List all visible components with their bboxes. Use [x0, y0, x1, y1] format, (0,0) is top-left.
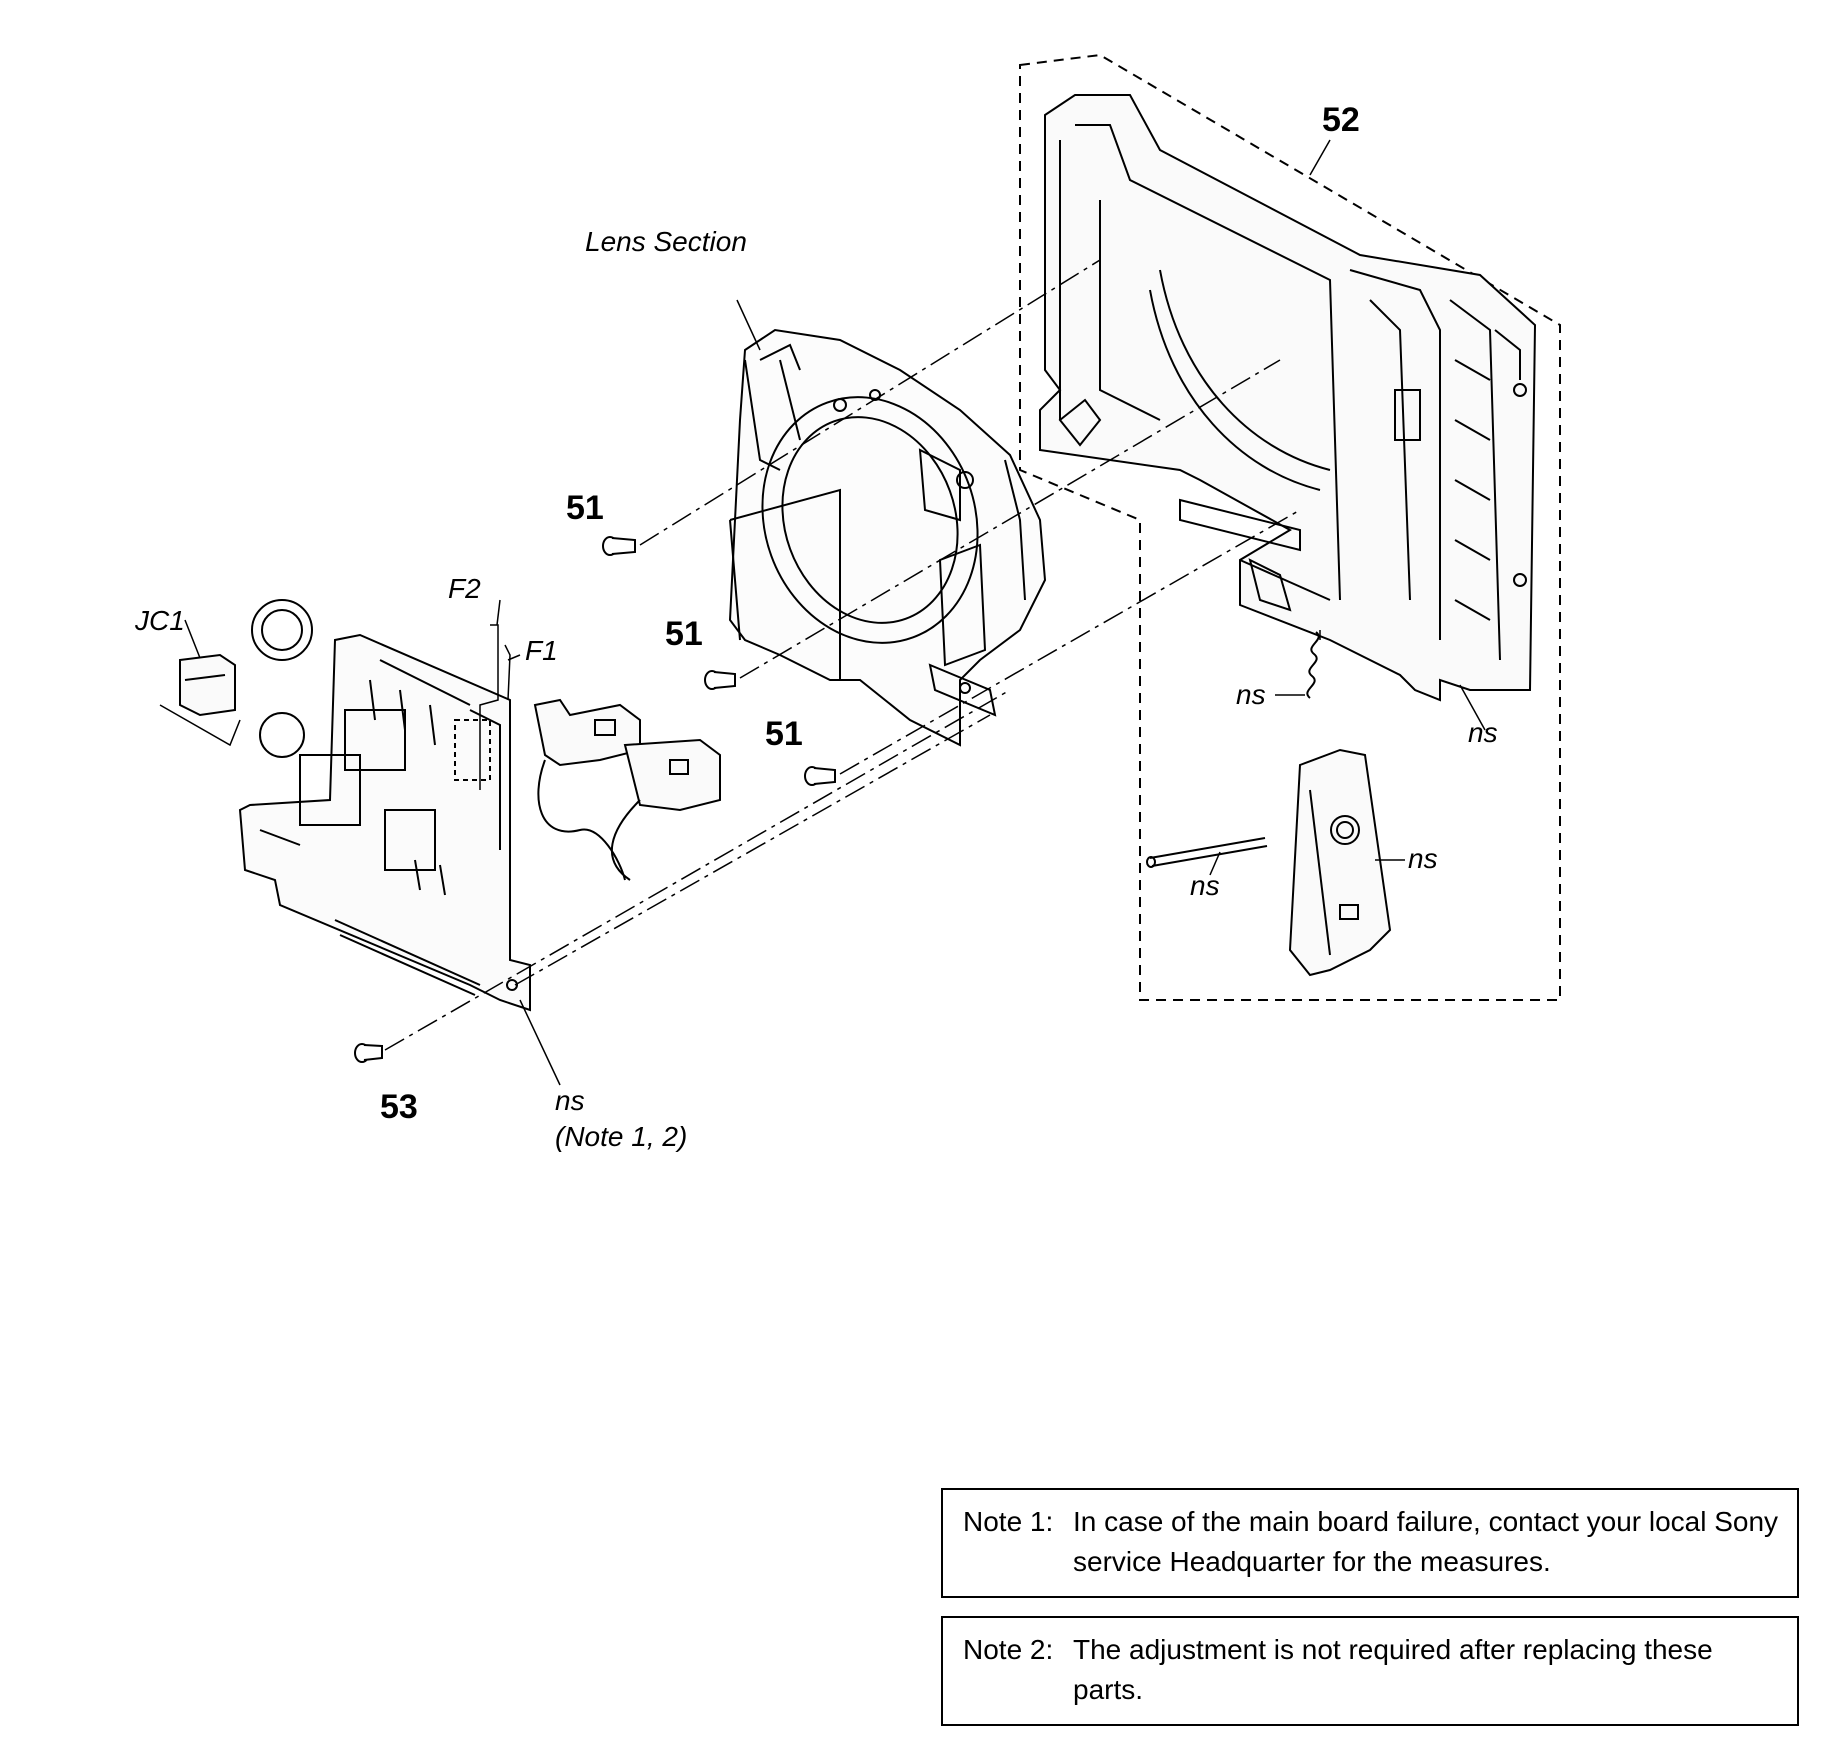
note-2-text: The adjustment is not required after rep… — [1073, 1634, 1713, 1705]
main-board — [238, 599, 531, 1012]
part-number-52: 52 — [1322, 101, 1360, 139]
note-1-box: Note 1: In case of the main board failur… — [941, 1488, 1799, 1598]
note-1-text: In case of the main board failure, conta… — [1073, 1506, 1779, 1577]
jc1-connector — [159, 653, 241, 747]
part-number-51-upper: 51 — [566, 489, 604, 527]
note-2-box: Note 2: The adjustment is not required a… — [941, 1616, 1799, 1726]
front-frame-52 — [1039, 94, 1537, 702]
switch-assembly — [533, 698, 721, 881]
ns-label-spring: ns — [1236, 679, 1266, 710]
screw-53 — [354, 1043, 383, 1063]
spring — [1306, 631, 1320, 699]
note-1-label: Note 1: — [963, 1506, 1054, 1537]
lens-section — [728, 328, 1047, 747]
screw-51-middle — [704, 670, 736, 690]
ns-label-board: ns — [555, 1085, 585, 1116]
battery-cover — [1288, 748, 1392, 977]
flex-connectors — [479, 624, 511, 790]
ns-board-note-label: (Note 1, 2) — [555, 1121, 687, 1152]
f1-label: F1 — [525, 635, 558, 666]
note-2-label: Note 2: — [963, 1634, 1054, 1665]
lens-section-label: Lens Section — [585, 226, 747, 257]
assembly-axes — [384, 259, 1321, 1051]
part-number-51-middle: 51 — [665, 615, 703, 653]
screw-51-lower — [804, 766, 836, 786]
leader-lines — [184, 139, 1486, 1086]
pin — [1146, 837, 1268, 868]
ns-label-cover: ns — [1408, 843, 1438, 874]
ns-label-pin: ns — [1190, 870, 1220, 901]
screw-51-upper — [602, 536, 636, 556]
jc1-label: JC1 — [134, 605, 185, 636]
part-number-53: 53 — [380, 1088, 418, 1126]
f2-label: F2 — [448, 573, 481, 604]
assembly-52-dashed-outline — [1019, 53, 1561, 1001]
part-number-51-lower: 51 — [765, 715, 803, 753]
ns-label-frame: ns — [1468, 717, 1498, 748]
